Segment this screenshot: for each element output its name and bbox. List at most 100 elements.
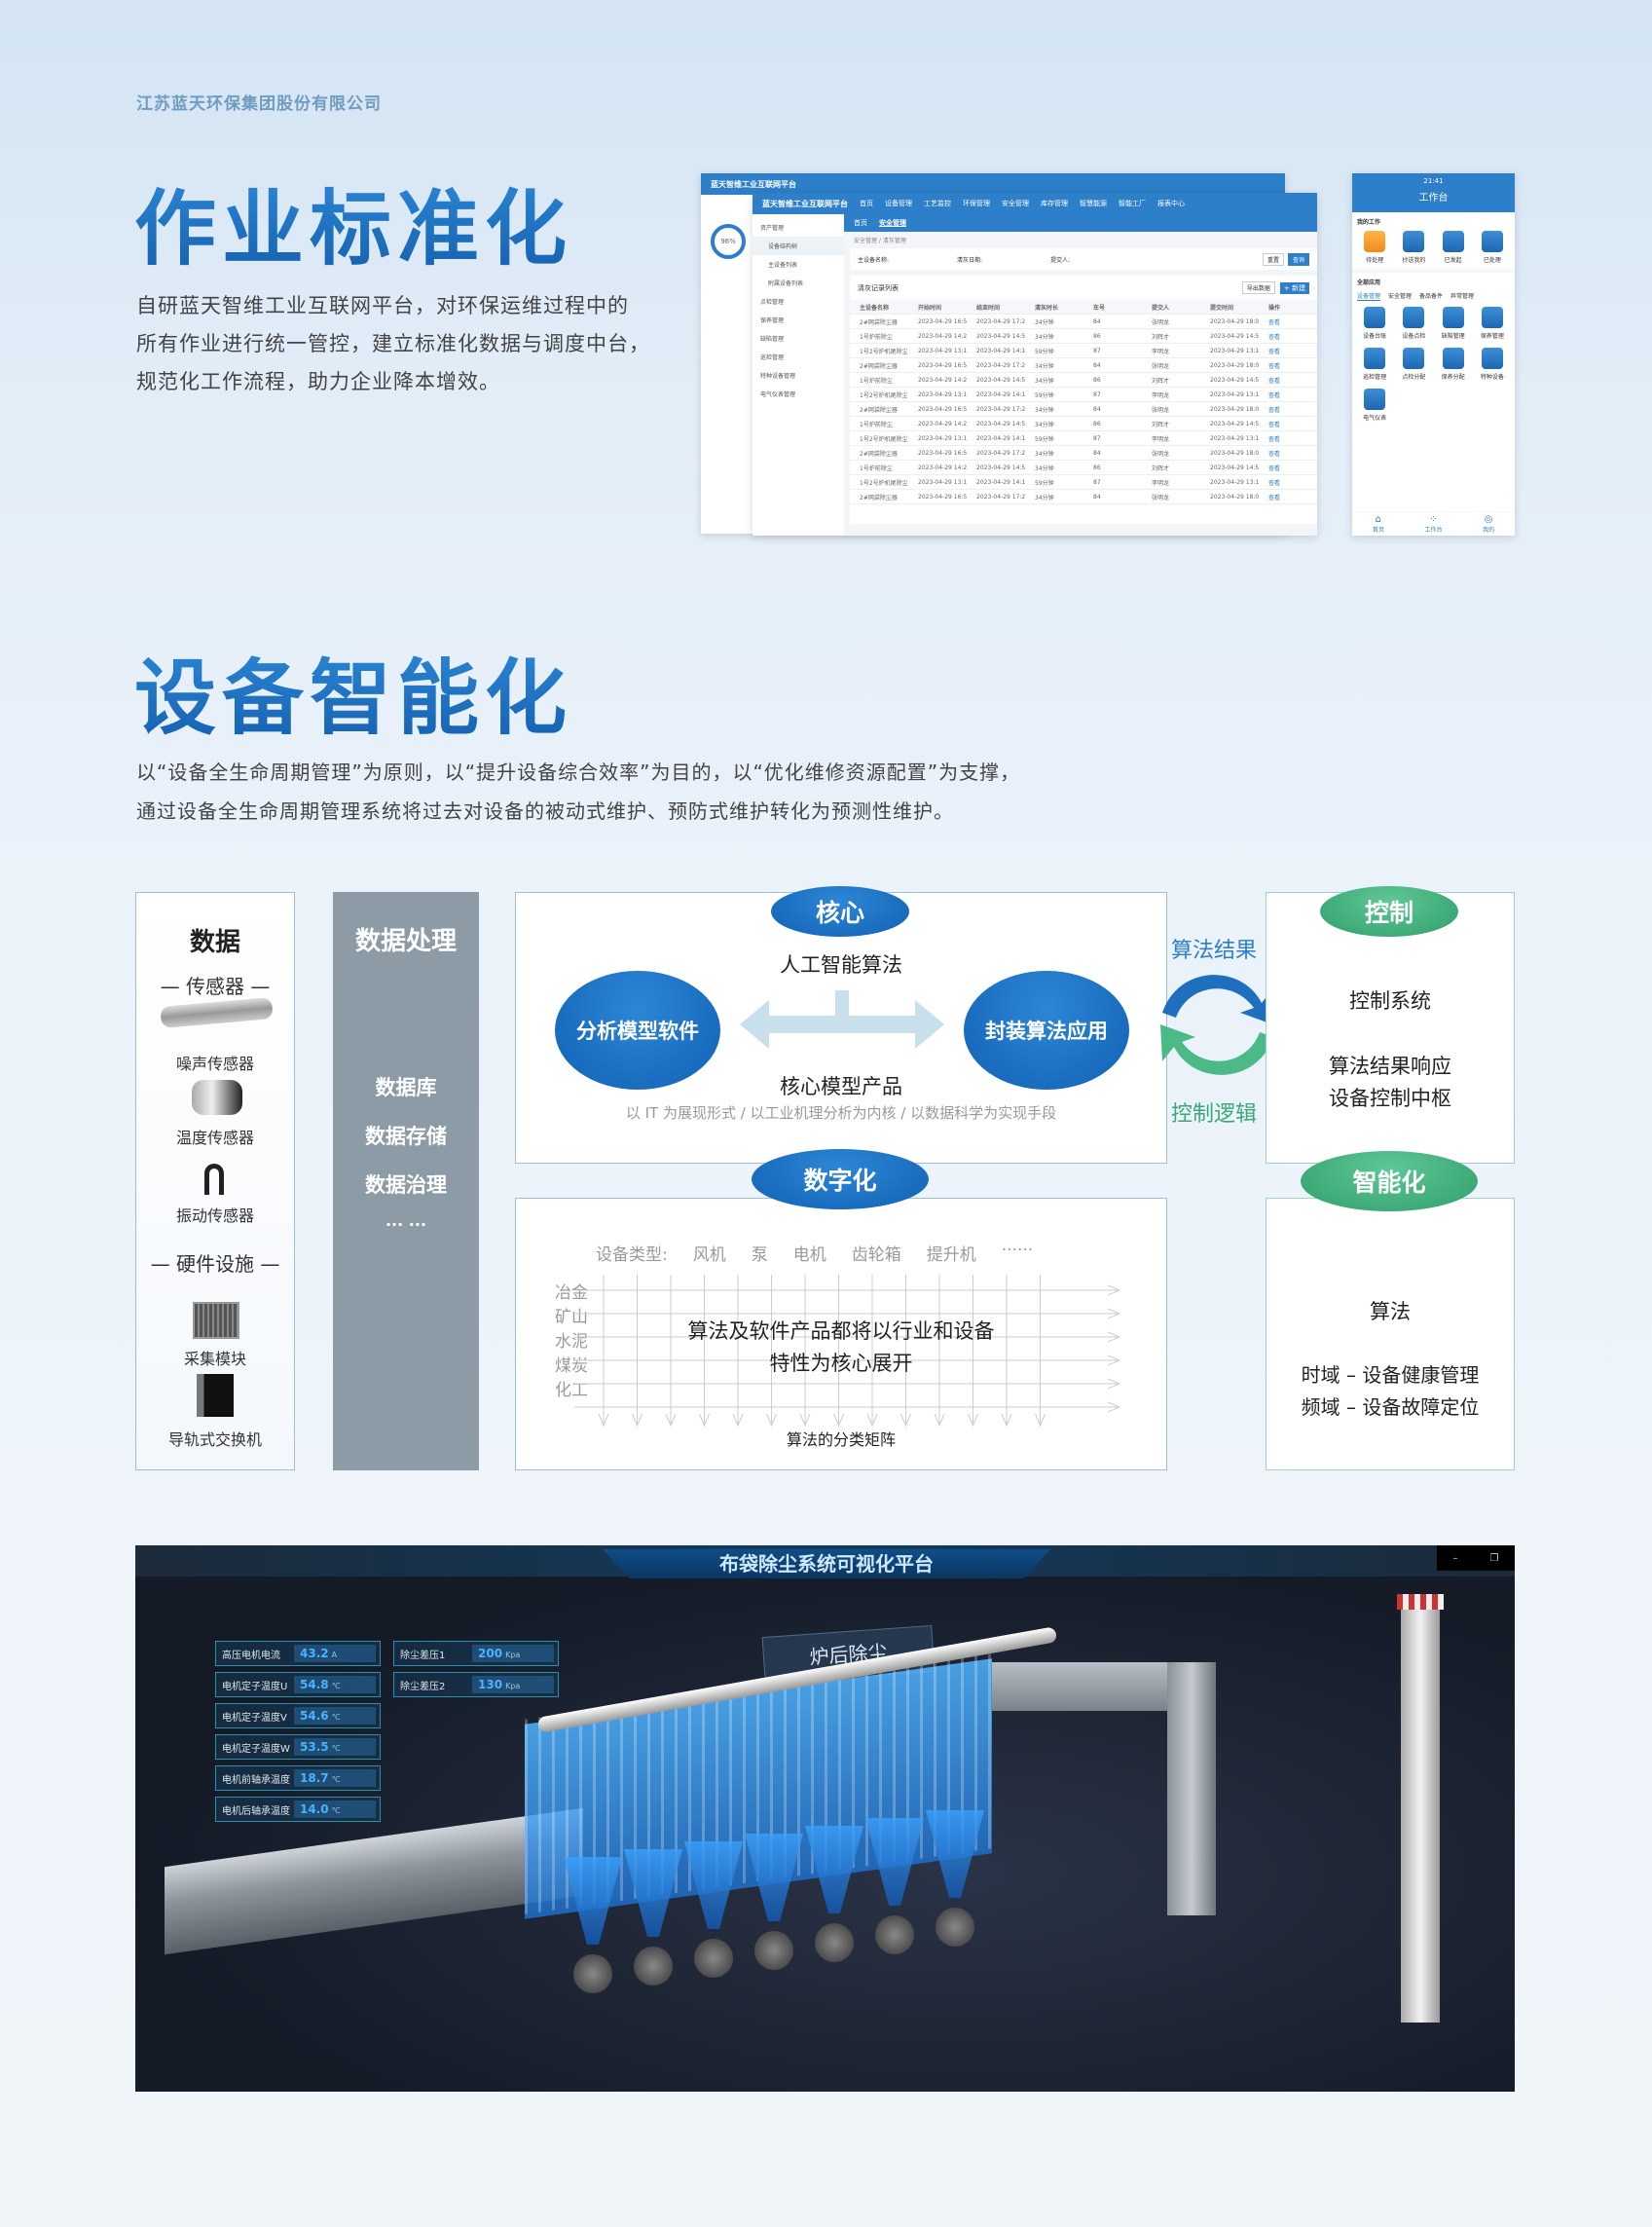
query-button[interactable]: 查询 [1287, 252, 1309, 266]
table-cell[interactable]: 查看 [1268, 479, 1281, 487]
sidebar-item[interactable]: 主设备列表 [768, 262, 798, 269]
table-cell[interactable]: 查看 [1268, 362, 1281, 370]
app-tab[interactable]: 异常管理 [1450, 293, 1475, 300]
restore-icon[interactable]: ❐ [1489, 1552, 1499, 1564]
table-cell: 张明龙 [1152, 318, 1170, 326]
table-cell: 34分钟 [1035, 450, 1054, 458]
table-cell[interactable]: 查看 [1268, 391, 1281, 399]
device-column-line [598, 1275, 609, 1428]
nav-item[interactable]: 报表中心 [1157, 200, 1185, 207]
table-cell[interactable]: 查看 [1268, 435, 1281, 443]
table-cell[interactable]: 查看 [1268, 377, 1281, 385]
app-item[interactable]: 缺陷管理 [1436, 307, 1471, 340]
subnav-item-active[interactable]: 安全管理 [879, 219, 906, 227]
nav-item[interactable]: 首页 [860, 200, 873, 207]
sidebar-item[interactable]: 电气仪表管理 [760, 391, 796, 398]
section-title-intelligence: 设备智能化 [134, 633, 572, 751]
work-item[interactable]: 已发起 [1436, 231, 1471, 264]
table-cell[interactable]: 查看 [1268, 318, 1281, 326]
table-cell[interactable]: 查看 [1268, 406, 1281, 414]
status-time: 21:41 [1423, 177, 1444, 185]
smart-line: 时域 – 设备健康管理 [1301, 1363, 1480, 1387]
bottom-tab[interactable]: ⁘工作台 [1424, 514, 1442, 534]
app-item[interactable]: 巡检管理 [1357, 348, 1392, 381]
nav-item[interactable]: 智能工厂 [1119, 200, 1146, 207]
table-cell: 刘辉才 [1152, 333, 1170, 341]
app-item[interactable]: 保养管理 [1475, 307, 1510, 340]
nav-item[interactable]: 环保管理 [963, 200, 990, 207]
inlet-duct [165, 1807, 583, 1955]
nav-item[interactable]: 库存管理 [1041, 200, 1068, 207]
app-item[interactable]: 特种设备 [1475, 348, 1510, 381]
table-header-row: 主设备名称开始时间结束时间清灰时长车号提交人提交时间操作 [850, 300, 1317, 315]
desc-line: 通过设备全生命周期管理系统将过去对设备的被动式维护、预防式维护转化为预测性维护。 [136, 799, 954, 823]
mobile-title: 工作台 [1418, 193, 1449, 204]
bottom-tab[interactable]: ◎我的 [1483, 514, 1494, 534]
app-item[interactable]: 设备点检 [1396, 307, 1431, 340]
nav-item[interactable]: 智慧能源 [1080, 200, 1107, 207]
sidebar-item[interactable]: 点检管理 [760, 299, 785, 306]
app-item[interactable]: 保养分配 [1436, 348, 1471, 381]
reset-button[interactable]: 重置 [1262, 252, 1284, 266]
filter-label: 主设备名称: [858, 256, 890, 264]
records-table: 清灰记录列表导出数据+ 新建 主设备名称开始时间结束时间清灰时长车号提交人提交时… [850, 276, 1317, 524]
work-item[interactable]: 抄送我的 [1396, 231, 1431, 264]
nav-item[interactable]: 安全管理 [1002, 200, 1029, 207]
nav-item[interactable]: 设备管理 [885, 200, 912, 207]
sidebar-item[interactable]: 设备结构树 [753, 237, 844, 255]
app-tab[interactable]: 备品备件 [1419, 293, 1444, 300]
sidebar-item[interactable]: 巡检管理 [760, 354, 785, 361]
app-item[interactable]: 点检分配 [1396, 348, 1431, 381]
subnav-item[interactable]: 首页 [854, 219, 867, 227]
table-cell: 2023-04-29 16:51:00 [918, 405, 967, 413]
table-cell[interactable]: 查看 [1268, 464, 1281, 472]
device-column-line [732, 1275, 744, 1428]
table-cell[interactable]: 查看 [1268, 333, 1281, 341]
new-button[interactable]: + 新建 [1279, 281, 1309, 294]
table-cell[interactable]: 查看 [1268, 348, 1281, 355]
table-cell[interactable]: 查看 [1268, 450, 1281, 458]
core-panel: 人工智能算法 分析模型软件 封装算法应用 核心模型产品 以 IT 为展现形式 /… [515, 892, 1167, 1164]
bottom-tab[interactable]: ⌂首页 [1373, 514, 1384, 534]
section1-description: 自研蓝天智维工业互联网平台，对环保运维过程中的 所有作业进行统一管控，建立标准化… [136, 287, 650, 401]
app-tab[interactable]: 安全管理 [1388, 293, 1413, 300]
device-column-line [799, 1275, 811, 1428]
table-cell: 1号炉前除尘 [860, 464, 893, 472]
minimize-icon[interactable]: – [1452, 1552, 1458, 1564]
work-item[interactable]: 已处理 [1475, 231, 1510, 264]
work-item[interactable]: 待处理 [1357, 231, 1392, 264]
table-cell: 2023-04-29 18:06:01 [1210, 449, 1259, 457]
table-cell[interactable]: 查看 [1268, 421, 1281, 428]
app-item[interactable]: 设备台账 [1357, 307, 1392, 340]
app-tab[interactable]: 设备管理 [1357, 293, 1381, 301]
sidebar-item[interactable]: 资产管理 [760, 225, 785, 232]
sidebar-item[interactable]: 缺陷管理 [760, 336, 785, 343]
sidebar-item[interactable]: 保养管理 [760, 317, 785, 324]
sidebar-item[interactable]: 附属设备列表 [768, 280, 804, 287]
table-cell: 1号2号炉机尾除尘 [860, 348, 908, 355]
hardware-label: — 硬件设施 — [150, 1252, 280, 1276]
table-cell[interactable]: 查看 [1268, 494, 1281, 501]
app-item[interactable]: 电气仪表 [1357, 389, 1392, 422]
export-data-button[interactable]: 导出数据 [1241, 281, 1275, 294]
processing-item: 数据存储 [365, 1125, 447, 1148]
sidebar-item[interactable]: 特种设备管理 [760, 373, 796, 380]
nav-item[interactable]: 工艺监控 [924, 200, 951, 207]
table-cell: 1号2号炉机尾除尘 [860, 479, 908, 487]
table-cell: 2023-04-29 17:25:00 [976, 361, 1025, 369]
